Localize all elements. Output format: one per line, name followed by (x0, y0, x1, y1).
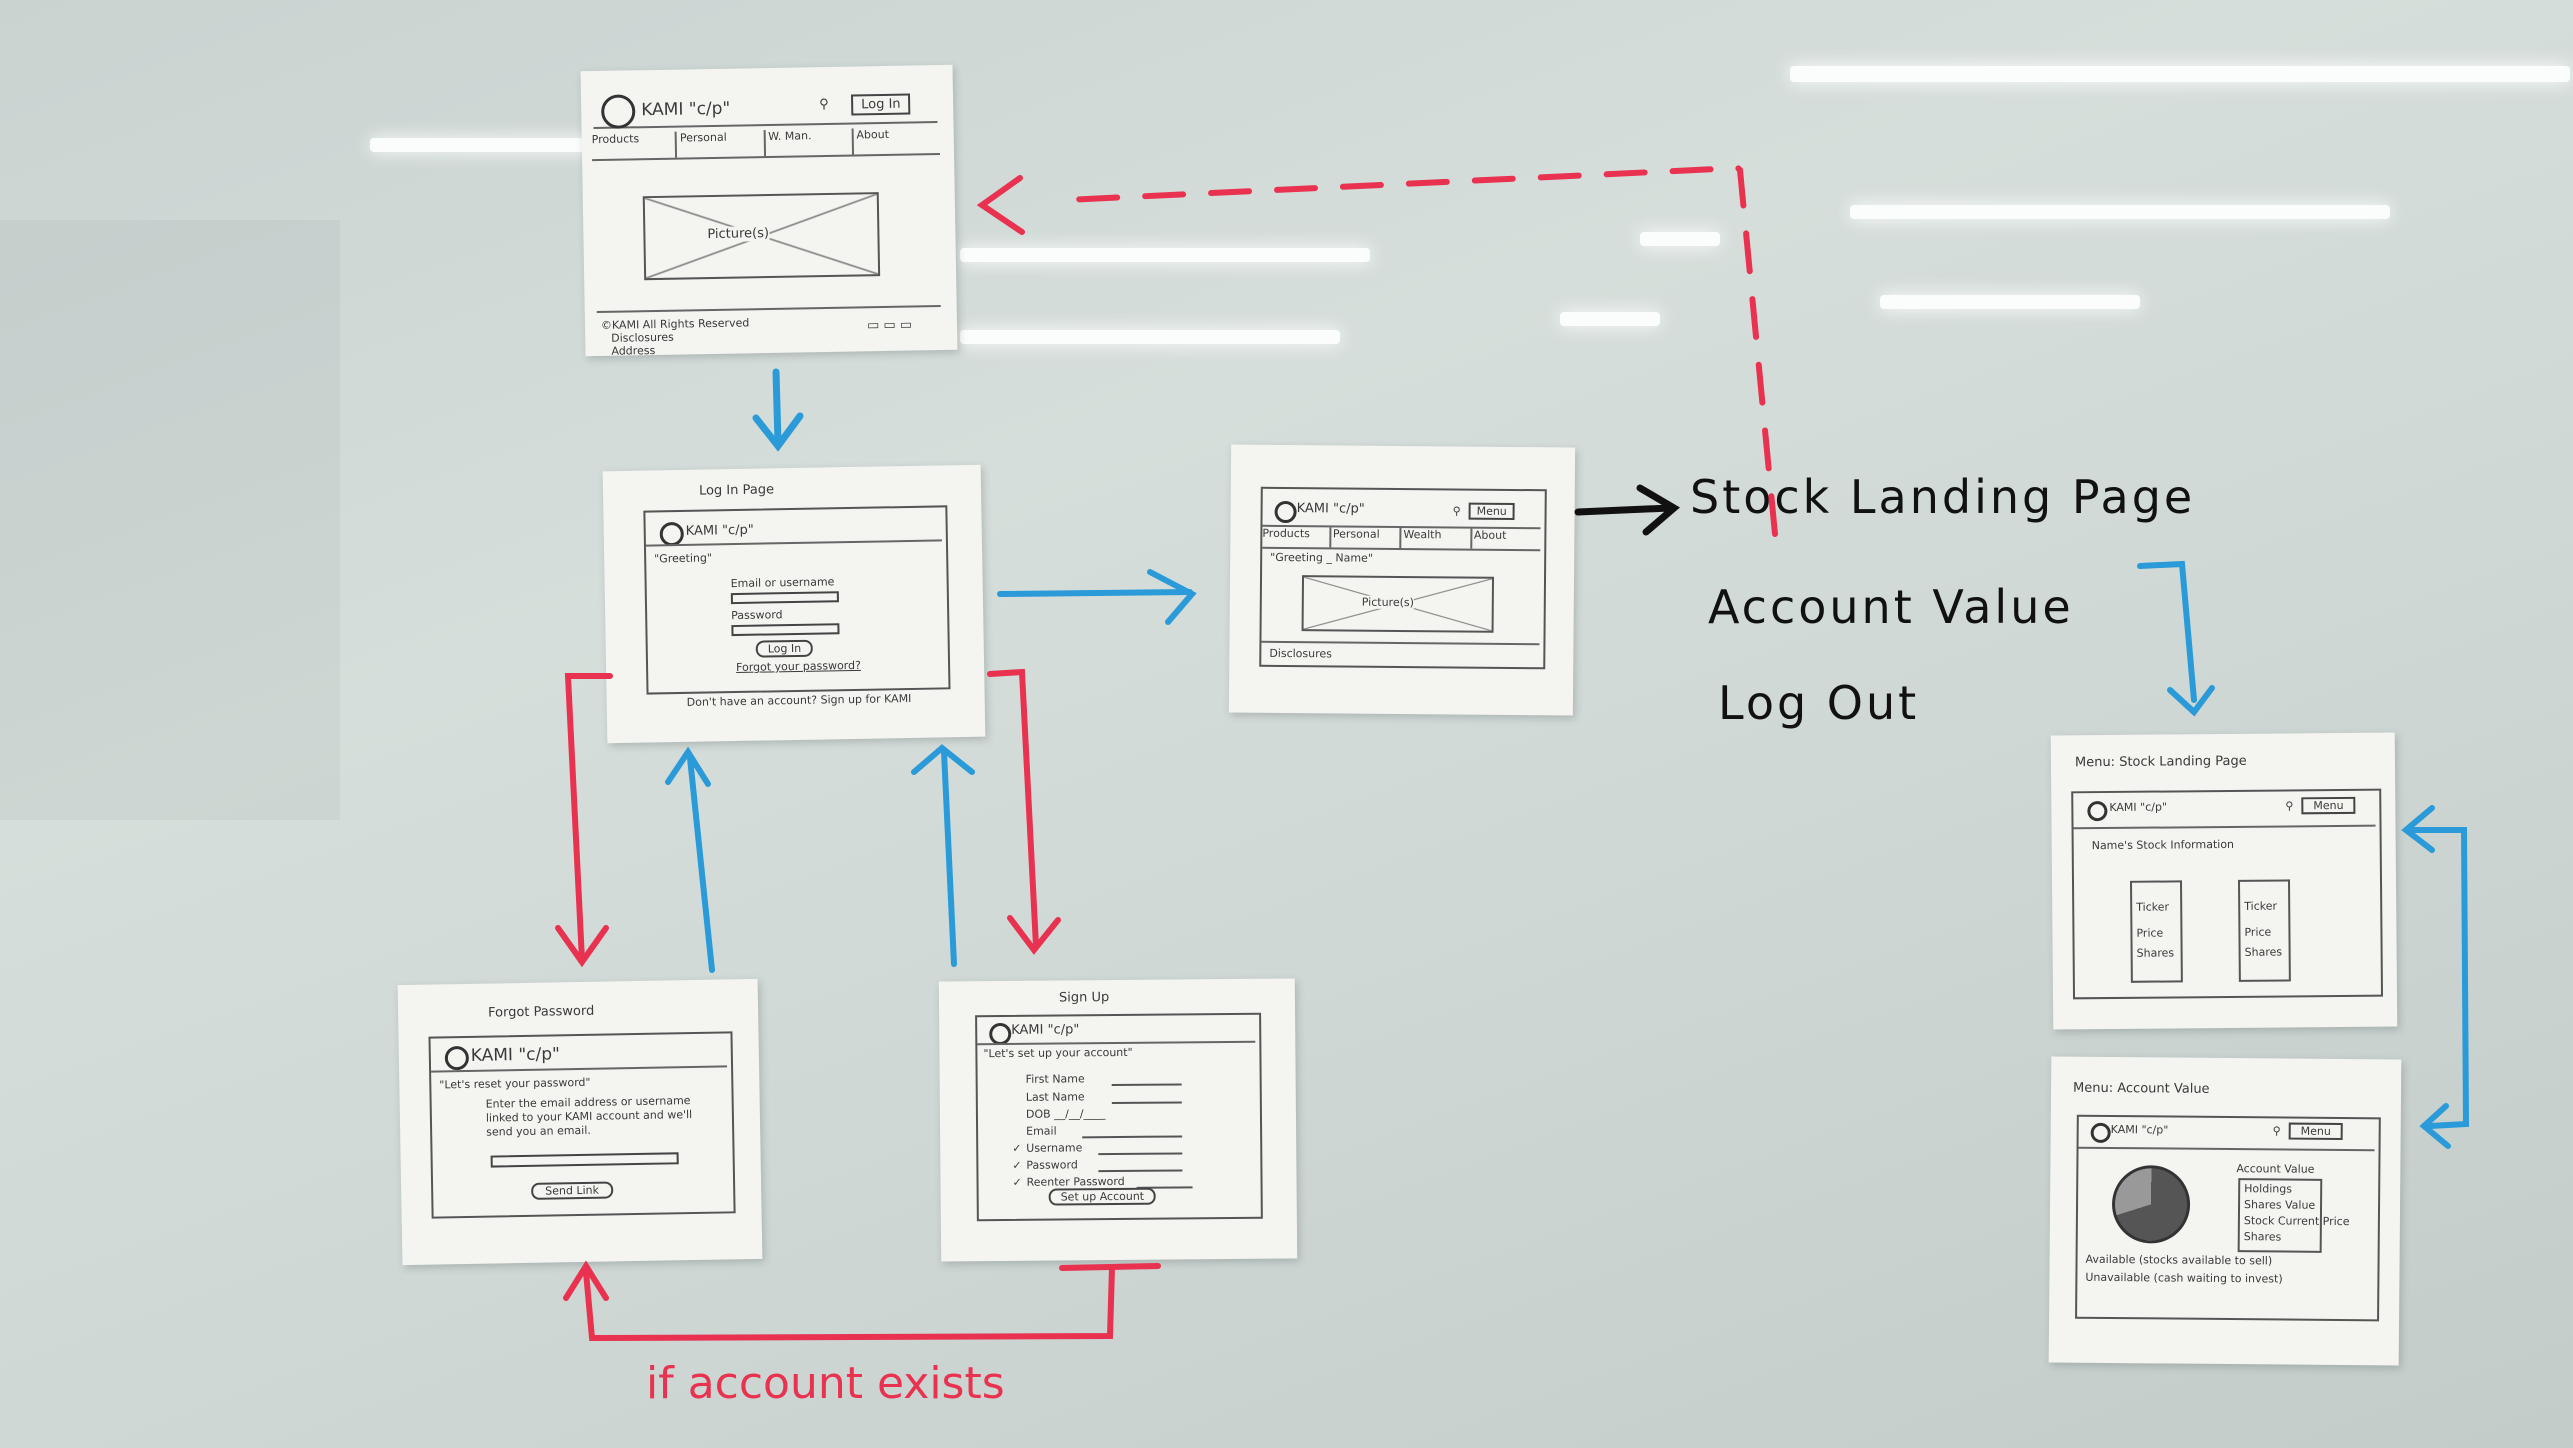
blue-arrowhead (665, 746, 711, 787)
blue-arrowhead (2167, 685, 2215, 717)
light-reflection (1880, 295, 2140, 309)
if-account-exists-label: if account exists (646, 1358, 1005, 1409)
light-reflection (960, 248, 1370, 262)
light-reflection (1640, 232, 1720, 246)
light-reflection (1850, 205, 2390, 219)
glass-reflection (0, 220, 340, 820)
red-arrowhead (976, 175, 1025, 235)
blue-arrow (772, 368, 782, 446)
red-arrow (987, 668, 1039, 949)
red-arrowhead (1007, 915, 1061, 955)
black-arrow (1574, 504, 1674, 516)
red-arrow (583, 1263, 1161, 1342)
light-reflection (370, 138, 600, 152)
account-value-label: Account Value (1708, 580, 2074, 634)
light-reflection (1560, 312, 1660, 326)
red-arrow (564, 673, 613, 963)
blue-arrowhead (911, 744, 975, 775)
black-arrowhead (1636, 484, 1680, 536)
blue-double-arrow (2407, 827, 2470, 1129)
red-arrowhead (555, 925, 609, 968)
blue-arrow (687, 755, 715, 973)
light-reflection (960, 330, 1340, 344)
log-out-label: Log Out (1718, 676, 1920, 730)
blue-arrowhead (752, 412, 804, 452)
red-dashed-arrow (1062, 164, 1778, 537)
red-arrowhead (563, 1260, 609, 1301)
blue-arrowhead (1147, 569, 1197, 625)
blue-bracket-arrow (2137, 560, 2197, 703)
blue-arrow (941, 749, 957, 967)
blue-arrowhead (2419, 1103, 2451, 1149)
blue-arrow (997, 589, 1193, 597)
blue-arrowhead (2401, 805, 2435, 853)
light-reflection (1790, 66, 2570, 82)
